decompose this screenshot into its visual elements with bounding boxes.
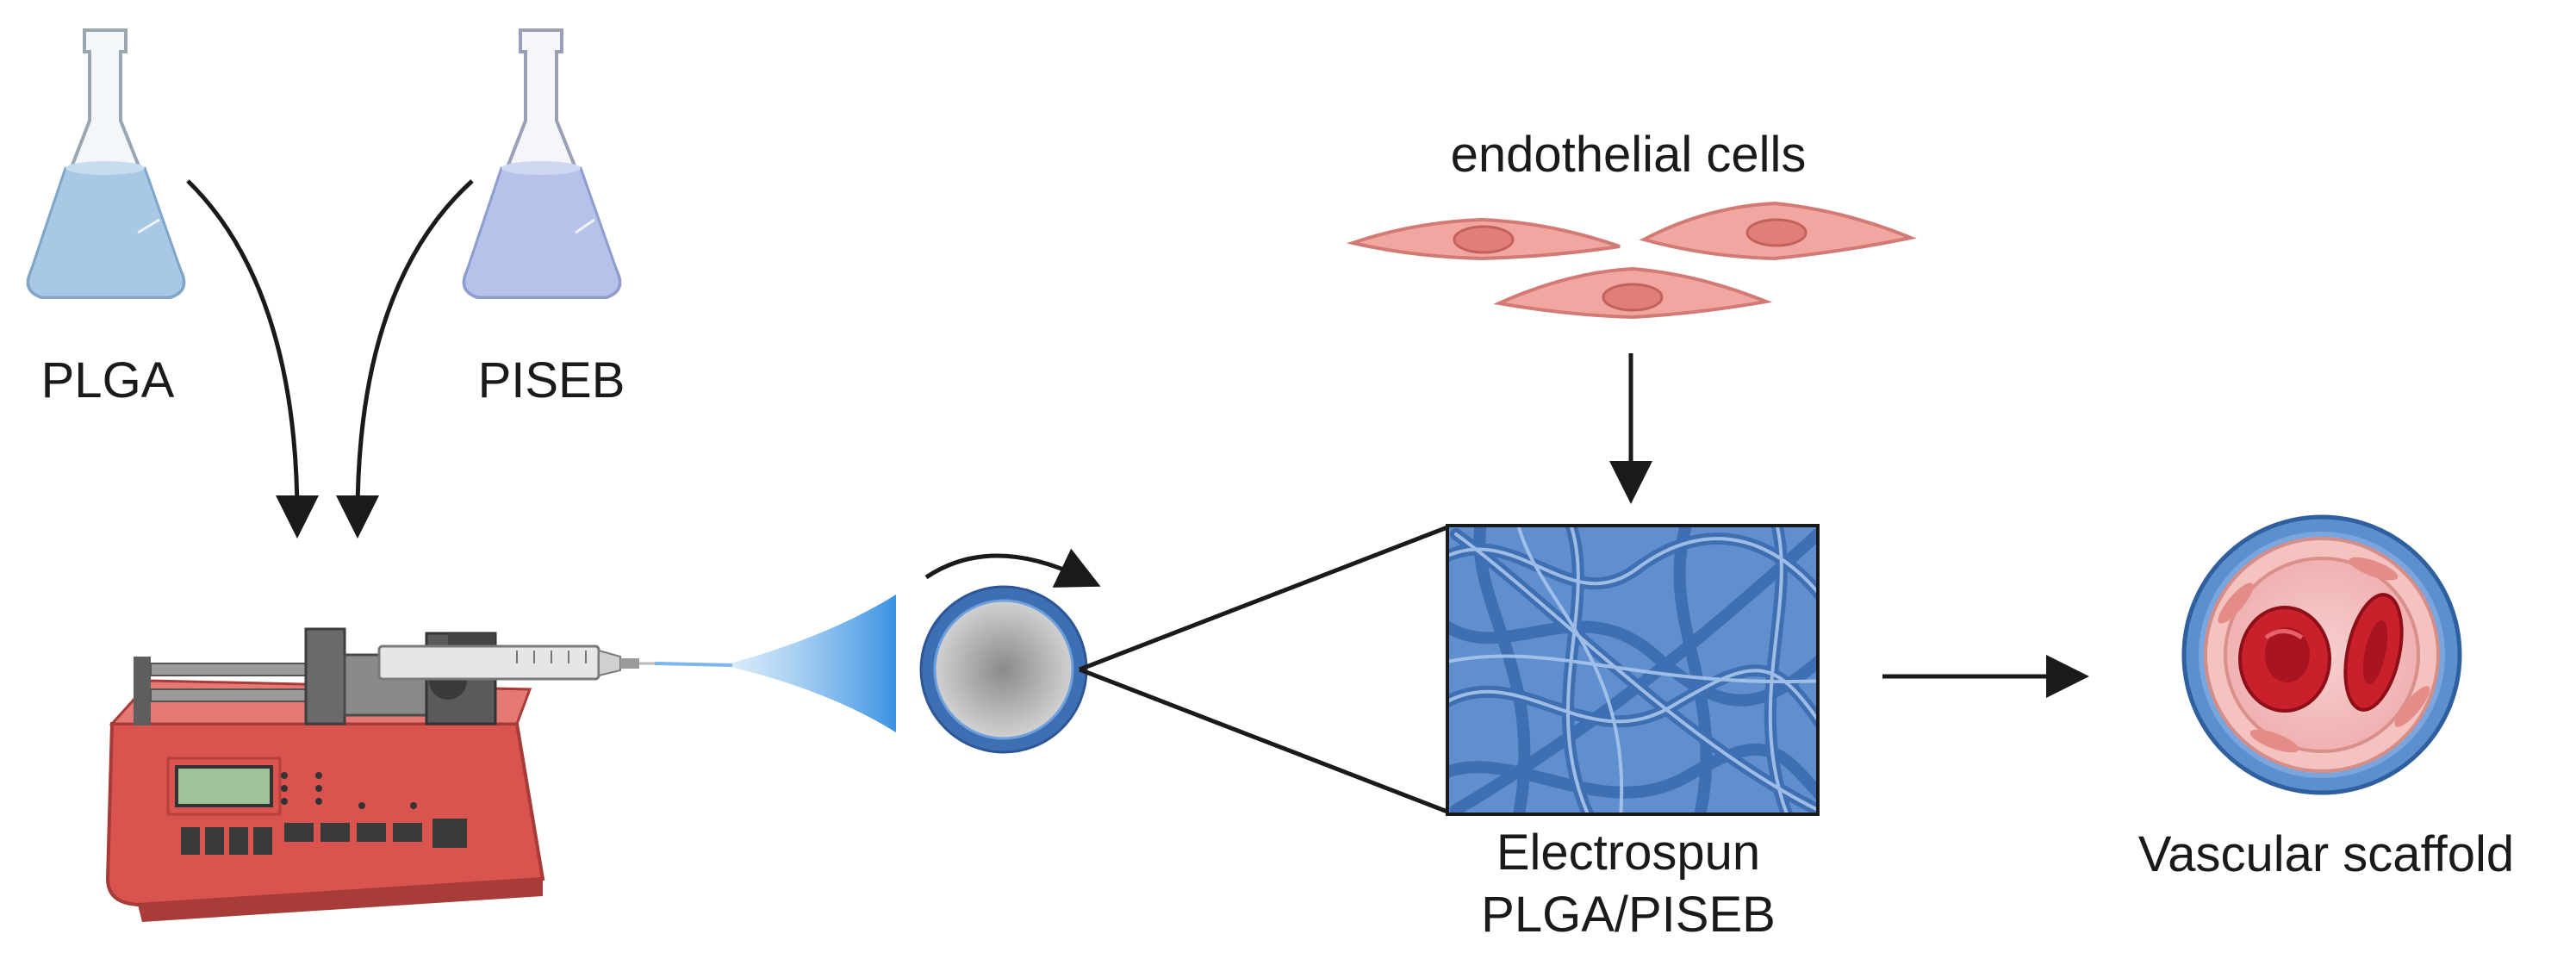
endothelial-cell-icon xyxy=(1639,201,1917,261)
label-endothelial-cells: endothelial cells xyxy=(1450,127,1807,183)
zoom-line xyxy=(1079,667,1448,814)
fiber-mesh-icon xyxy=(1446,524,1820,816)
label-mesh-line2: PLGA/PISEB xyxy=(1481,887,1776,943)
zoom-line xyxy=(1079,525,1448,672)
endothelial-cell-icon xyxy=(1493,266,1773,320)
spray-cone-icon xyxy=(654,595,896,732)
flask-icon xyxy=(462,28,622,299)
endothelial-cell-icon xyxy=(1346,217,1621,261)
label-piseb: PISEB xyxy=(477,352,625,408)
syringe-pump-icon xyxy=(105,627,681,922)
flask-icon xyxy=(26,28,186,299)
label-plga: PLGA xyxy=(40,352,175,408)
red-blood-cell-icon xyxy=(2238,606,2331,713)
arrow-icon xyxy=(336,179,474,539)
rotating-collector-icon xyxy=(919,548,1101,754)
arrow-icon xyxy=(186,179,319,539)
label-mesh-line1: Electrospun xyxy=(1496,825,1761,881)
red-blood-cell-icon xyxy=(2343,593,2404,712)
label-vascular-scaffold: Vascular scaffold xyxy=(2137,826,2515,882)
